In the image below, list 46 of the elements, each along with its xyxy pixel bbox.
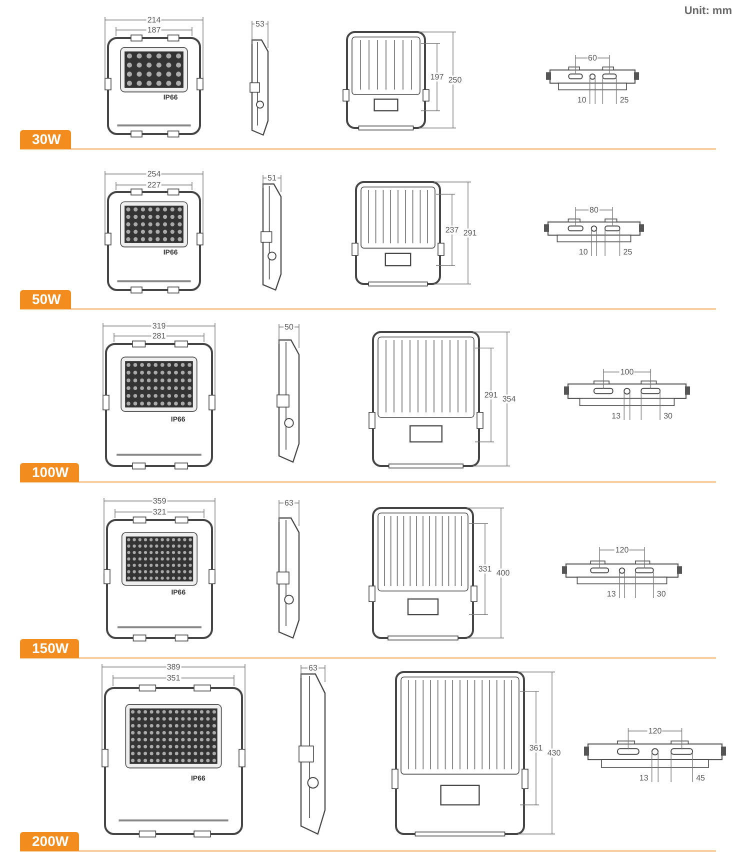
dimension-label: 50 [284,322,294,332]
dimension-label: 291 [483,390,499,400]
wattage-tab: 100W [20,463,79,482]
dimension-label: 100 [619,368,635,376]
dimension-label: 60 [587,54,598,62]
dimension-label: 30 [662,412,674,420]
unit-label: Unit: mm [684,5,732,17]
dimension-label: 430 [546,748,562,758]
dimension-label: 187 [146,26,162,34]
dimension-label: 120 [647,726,663,736]
dimension-label: 331 [477,564,493,574]
dimension-label: 120 [614,546,630,554]
dimension-label: 10 [578,248,589,256]
dimension-label: 30 [656,590,667,598]
dimension-label: 361 [528,744,544,753]
dimension-label: 63 [284,498,294,508]
dimension-label: 254 [146,170,162,178]
wattage-tab: 200W [20,832,79,851]
dimension-label: 53 [254,20,266,28]
dimension-label: 321 [152,508,168,516]
wattage-tab: 150W [20,639,79,658]
dimension-label: 25 [622,248,634,256]
dimension-label: 359 [152,496,168,506]
dimension-label: 25 [618,96,630,104]
dimension-label: 45 [695,774,706,782]
dimension-label: 13 [606,590,617,598]
dimension-label: 214 [146,16,162,24]
dimension-label: 291 [462,228,478,238]
dimension-label: 319 [151,322,167,330]
dimension-label: 250 [447,76,463,84]
dimension-label: 63 [308,664,318,672]
dimension-label: 51 [266,174,278,182]
dimension-label: 400 [495,568,511,578]
dimension-label: 227 [146,180,162,190]
dimension-label: 237 [444,225,460,234]
dimension-label: 281 [151,332,167,340]
dimension-label: 354 [501,394,517,404]
dimension-label: 13 [638,774,650,782]
wattage-tab: 30W [20,130,71,149]
dimension-label: 80 [588,206,600,214]
dimension-label: 10 [576,96,588,104]
dimension-label: 13 [610,412,622,420]
dimension-label: 351 [166,674,182,682]
wattage-tab: 50W [20,290,71,309]
dimension-label: 197 [429,72,445,82]
dimension-label: 389 [166,662,182,672]
